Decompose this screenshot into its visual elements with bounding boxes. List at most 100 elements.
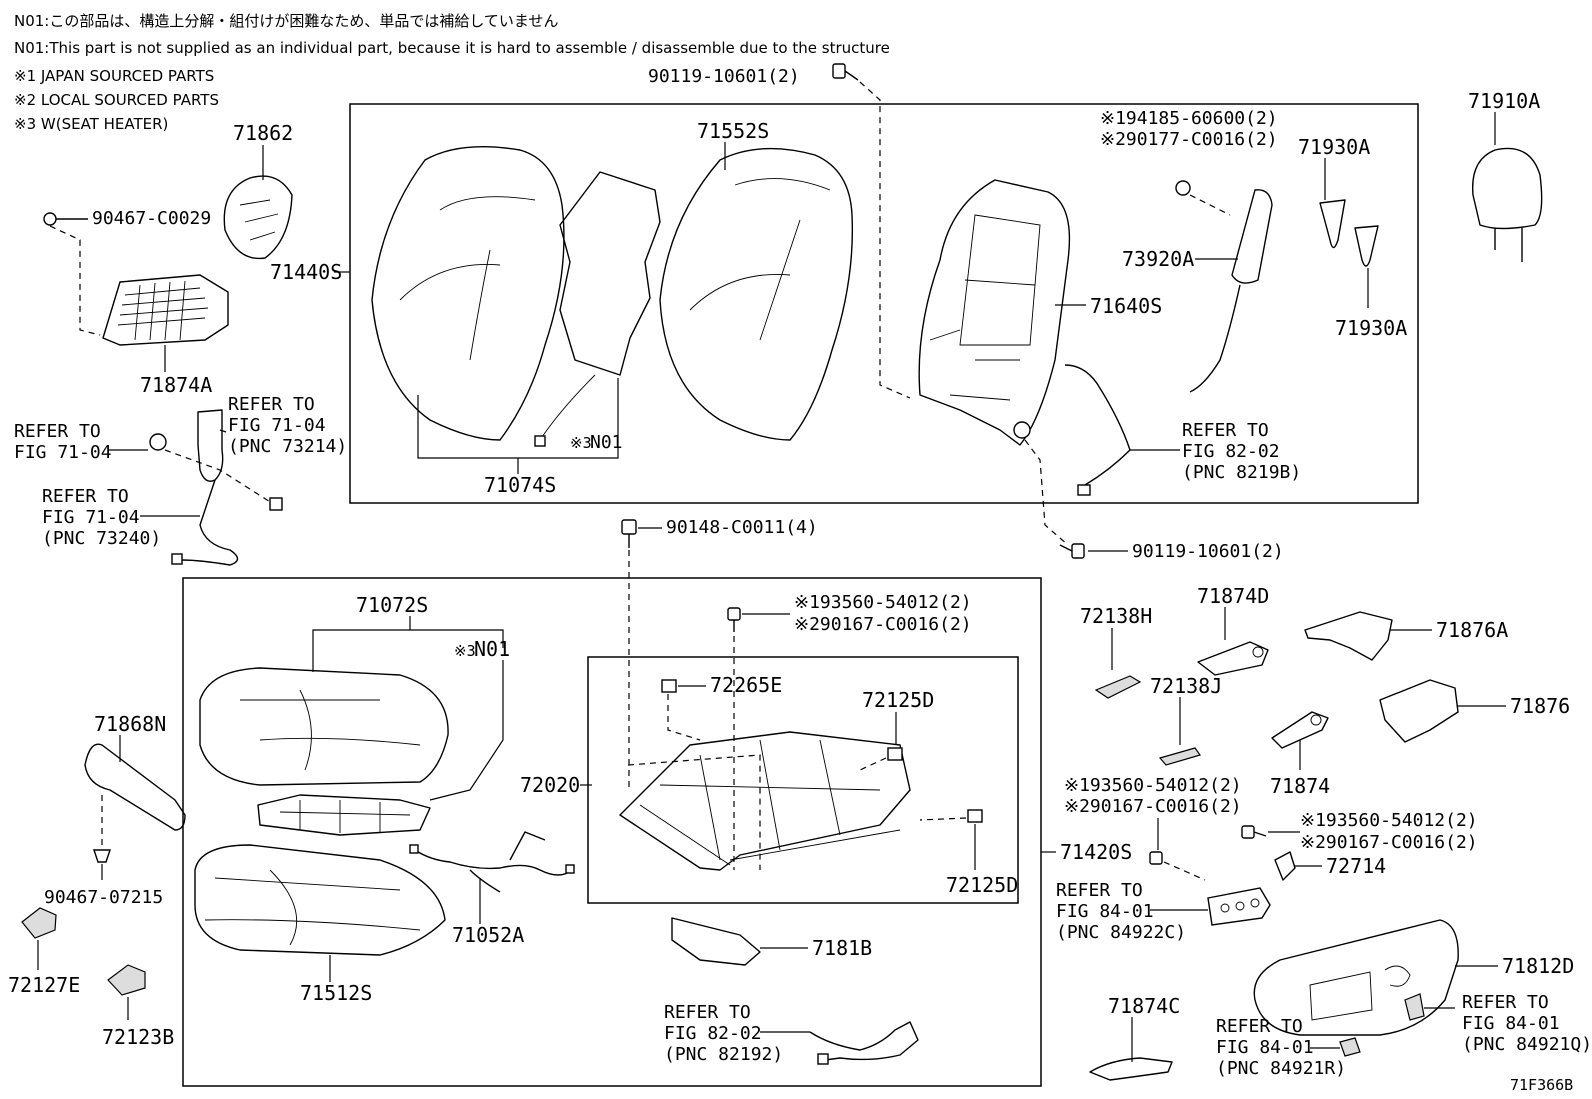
harness-82192-icon xyxy=(809,1021,919,1061)
label-ref-7104-b-3: (PNC 73214) xyxy=(228,436,347,457)
cushion-heater-icon xyxy=(257,794,431,836)
cushion-cover-71072s-icon xyxy=(199,667,449,786)
cover-72125d-lower-icon xyxy=(967,809,983,823)
label-71640s: 71640S xyxy=(1090,294,1162,318)
label-71052a: 71052A xyxy=(452,923,524,947)
label-n01-cush-mark: ※3 xyxy=(454,642,476,660)
label-290167-c0016-b: ※290167-C0016(2) xyxy=(1064,796,1242,817)
heater-element-icon xyxy=(559,171,661,376)
label-71812d: 71812D xyxy=(1502,954,1574,978)
label-ref-8202-cush-1: REFER TO xyxy=(664,1002,751,1023)
label-ref-8401-a-3: (PNC 84922C) xyxy=(1056,922,1186,943)
note-local-sourced: ※2 LOCAL SOURCED PARTS xyxy=(14,91,219,109)
label-71074s: 71074S xyxy=(484,473,556,497)
label-ref-8401-b-3: (PNC 84921R) xyxy=(1216,1058,1346,1079)
cover-72125d-upper-icon xyxy=(887,747,903,761)
headrest-guide-71930a-upper-icon xyxy=(1319,199,1346,249)
cushion-pad-71512s-icon xyxy=(194,844,446,956)
label-n01-cush: N01 xyxy=(474,637,510,661)
label-ref-7104-c-1: REFER TO xyxy=(42,486,129,507)
seatbelt-buckle-icon xyxy=(197,409,224,482)
label-71930a-lower: 71930A xyxy=(1335,316,1407,340)
label-ref-7104-b-2: FIG 71-04 xyxy=(228,415,326,436)
cover-71876a-icon xyxy=(1304,611,1393,661)
lumbar-73920a-icon xyxy=(1231,189,1273,284)
label-n01-back: N01 xyxy=(590,432,623,453)
label-n01-back-mark: ※3 xyxy=(570,434,592,452)
label-ref-7104-c-3: (PNC 73240) xyxy=(42,528,161,549)
clip-90467-c0029-icon xyxy=(43,212,88,226)
label-ref-8202-back-1: REFER TO xyxy=(1182,420,1269,441)
label-7181b: 7181B xyxy=(812,936,872,960)
label-71552s: 71552S xyxy=(697,119,769,143)
label-ref-8401-c-2: FIG 84-01 xyxy=(1462,1013,1560,1034)
label-71930a-upper: 71930A xyxy=(1298,135,1370,159)
label-ref-8202-cush-2: FIG 82-02 xyxy=(664,1023,762,1044)
label-ref-8401-b-1: REFER TO xyxy=(1216,1016,1303,1037)
note-n01-jp: N01:この部品は、構造上分解・組付けが困難なため、単品では補給していません xyxy=(14,12,558,30)
seatback-cover-71074s-icon xyxy=(371,146,565,441)
label-71876: 71876 xyxy=(1510,694,1570,718)
label-90119-10601-mid: 90119-10601(2) xyxy=(1132,541,1284,562)
label-ref-8401-c-1: REFER TO xyxy=(1462,992,1549,1013)
harness-71052a-icon xyxy=(414,831,573,893)
label-71862: 71862 xyxy=(233,121,293,145)
notes: N01:この部品は、構造上分解・組付けが困難なため、単品では補給していません N… xyxy=(14,12,890,133)
trim-71874-icon xyxy=(1271,711,1329,749)
label-90119-10601-top: 90119-10601(2) xyxy=(648,66,800,87)
label-71874a: 71874A xyxy=(140,373,212,397)
panel-71874a-icon xyxy=(102,274,229,346)
label-90467-07215: 90467-07215 xyxy=(44,887,163,908)
label-72265e: 72265E xyxy=(710,673,782,697)
label-71512s: 71512S xyxy=(300,981,372,1005)
label-72138j: 72138J xyxy=(1150,674,1222,698)
label-71440s: 71440S xyxy=(270,260,342,284)
headrest-71910a-icon xyxy=(1471,147,1543,230)
side-shield-71812d-icon xyxy=(1253,919,1459,1036)
label-ref-8202-back-3: (PNC 8219B) xyxy=(1182,462,1301,483)
knob-84921r-icon xyxy=(1339,1037,1361,1057)
note-japan-sourced: ※1 JAPAN SOURCED PARTS xyxy=(14,67,214,85)
label-ref-8401-c-3: (PNC 84921Q) xyxy=(1462,1034,1592,1055)
seatback-group-box xyxy=(349,103,1419,504)
cover-71876-icon xyxy=(1379,679,1459,743)
knob-84921q-icon xyxy=(1404,993,1425,1021)
label-290167-c0016-c: ※290167-C0016(2) xyxy=(1300,832,1478,853)
label-71868n: 71868N xyxy=(94,712,166,736)
label-71874d: 71874D xyxy=(1197,584,1269,608)
bolt-90148-icon xyxy=(621,519,637,548)
leader-90119-top xyxy=(859,81,911,399)
label-72123b: 72123B xyxy=(102,1025,174,1049)
cover-72138h-icon xyxy=(1094,675,1142,699)
grille-pattern xyxy=(117,280,209,341)
bolt-193560-b-icon xyxy=(1149,851,1163,865)
trim-71874d-icon xyxy=(1197,641,1269,676)
cover-72127e-icon xyxy=(21,907,57,939)
bolt-90119-mid-icon xyxy=(1059,543,1085,559)
trim-71874c-icon xyxy=(1089,1057,1173,1081)
label-72138h: 72138H xyxy=(1080,604,1152,628)
label-ref-8202-back-2: FIG 82-02 xyxy=(1182,441,1280,462)
label-72127e: 72127E xyxy=(8,973,80,997)
bracket-72714-icon xyxy=(1274,851,1296,881)
switch-84922c-icon xyxy=(1207,887,1271,926)
headrest-guide-71930a-lower-icon xyxy=(1354,225,1379,267)
seat-track-group-box xyxy=(587,656,1019,904)
label-73920a: 73920A xyxy=(1122,247,1194,271)
cover-72123b-icon xyxy=(107,964,146,996)
buckle-nut-icon xyxy=(269,497,283,511)
seat-cushion-group-box xyxy=(182,577,1042,1087)
bracket-7181b-icon xyxy=(671,917,761,966)
label-ref-8202-cush-3: (PNC 82192) xyxy=(664,1044,783,1065)
note-n01-en: N01:This part is not supplied as an indi… xyxy=(14,39,890,57)
nut-290177-icon xyxy=(1175,180,1191,196)
label-72125d-lower: 72125D xyxy=(946,873,1018,897)
clip-72265e-icon xyxy=(661,679,677,693)
label-71910a: 71910A xyxy=(1468,89,1540,113)
label-ref-7104-a-2: FIG 71-04 xyxy=(14,442,112,463)
label-ref-8401-a-1: REFER TO xyxy=(1056,880,1143,901)
label-193560-54012-b: ※193560-54012(2) xyxy=(1064,775,1242,796)
buckle-bolt-icon xyxy=(149,433,167,451)
cover-71862-icon xyxy=(223,175,293,260)
